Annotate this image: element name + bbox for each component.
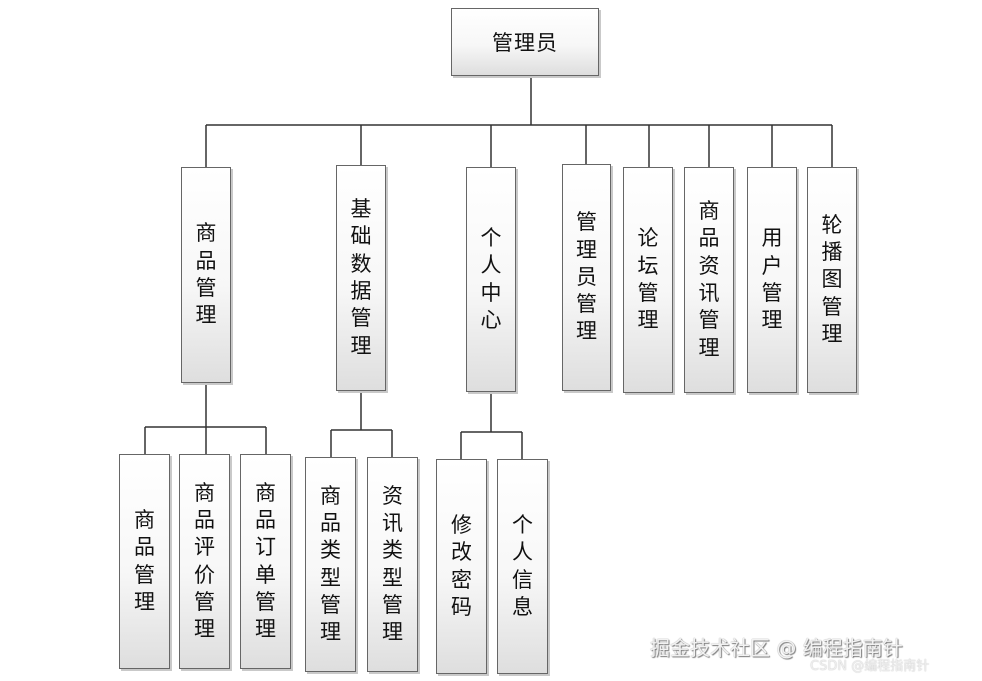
node-label: 修改密码 (450, 512, 472, 619)
node-label: 商品订单管理 (254, 480, 276, 642)
node-label: 个人中心 (480, 225, 502, 332)
node-news-type-mgmt: 资讯类型管理 (367, 457, 418, 672)
node-user-management: 用户管理 (747, 167, 797, 393)
node-goods-mgmt: 商品管理 (119, 454, 170, 669)
node-label: 商品评价管理 (193, 480, 215, 642)
node-label: 轮播图管理 (821, 212, 843, 346)
node-change-password: 修改密码 (436, 459, 487, 674)
node-admin-root: 管理员 (451, 8, 599, 76)
node-basic-data-management: 基础数据管理 (336, 165, 386, 391)
node-label: 商品管理 (133, 507, 155, 614)
node-goods-review-mgmt: 商品评价管理 (179, 454, 230, 669)
watermark-juejin: 掘金技术社区 @ 编程指南针 (650, 636, 903, 660)
node-goods-type-mgmt: 商品类型管理 (305, 457, 356, 672)
node-goods-news-management: 商品资讯管理 (684, 167, 734, 393)
node-forum-management: 论坛管理 (623, 167, 673, 393)
node-personal-info: 个人信息 (497, 459, 548, 674)
node-label: 管理员 (492, 31, 558, 55)
node-label: 管理员管理 (575, 210, 597, 344)
node-label: 个人信息 (511, 512, 533, 619)
node-label: 资讯类型管理 (381, 483, 403, 645)
node-goods-order-mgmt: 商品订单管理 (240, 454, 291, 669)
node-label: 商品资讯管理 (698, 199, 720, 360)
node-label: 商品管理 (195, 221, 217, 328)
node-label: 论坛管理 (637, 226, 659, 333)
node-personal-center: 个人中心 (466, 167, 516, 392)
node-label: 基础数据管理 (350, 197, 372, 358)
node-admin-management: 管理员管理 (562, 164, 611, 391)
watermark-csdn: CSDN @编程指南针 (810, 659, 930, 674)
node-label: 商品类型管理 (319, 483, 341, 645)
node-goods-management: 商品管理 (181, 167, 231, 383)
node-label: 用户管理 (761, 226, 783, 333)
node-carousel-management: 轮播图管理 (807, 167, 857, 393)
